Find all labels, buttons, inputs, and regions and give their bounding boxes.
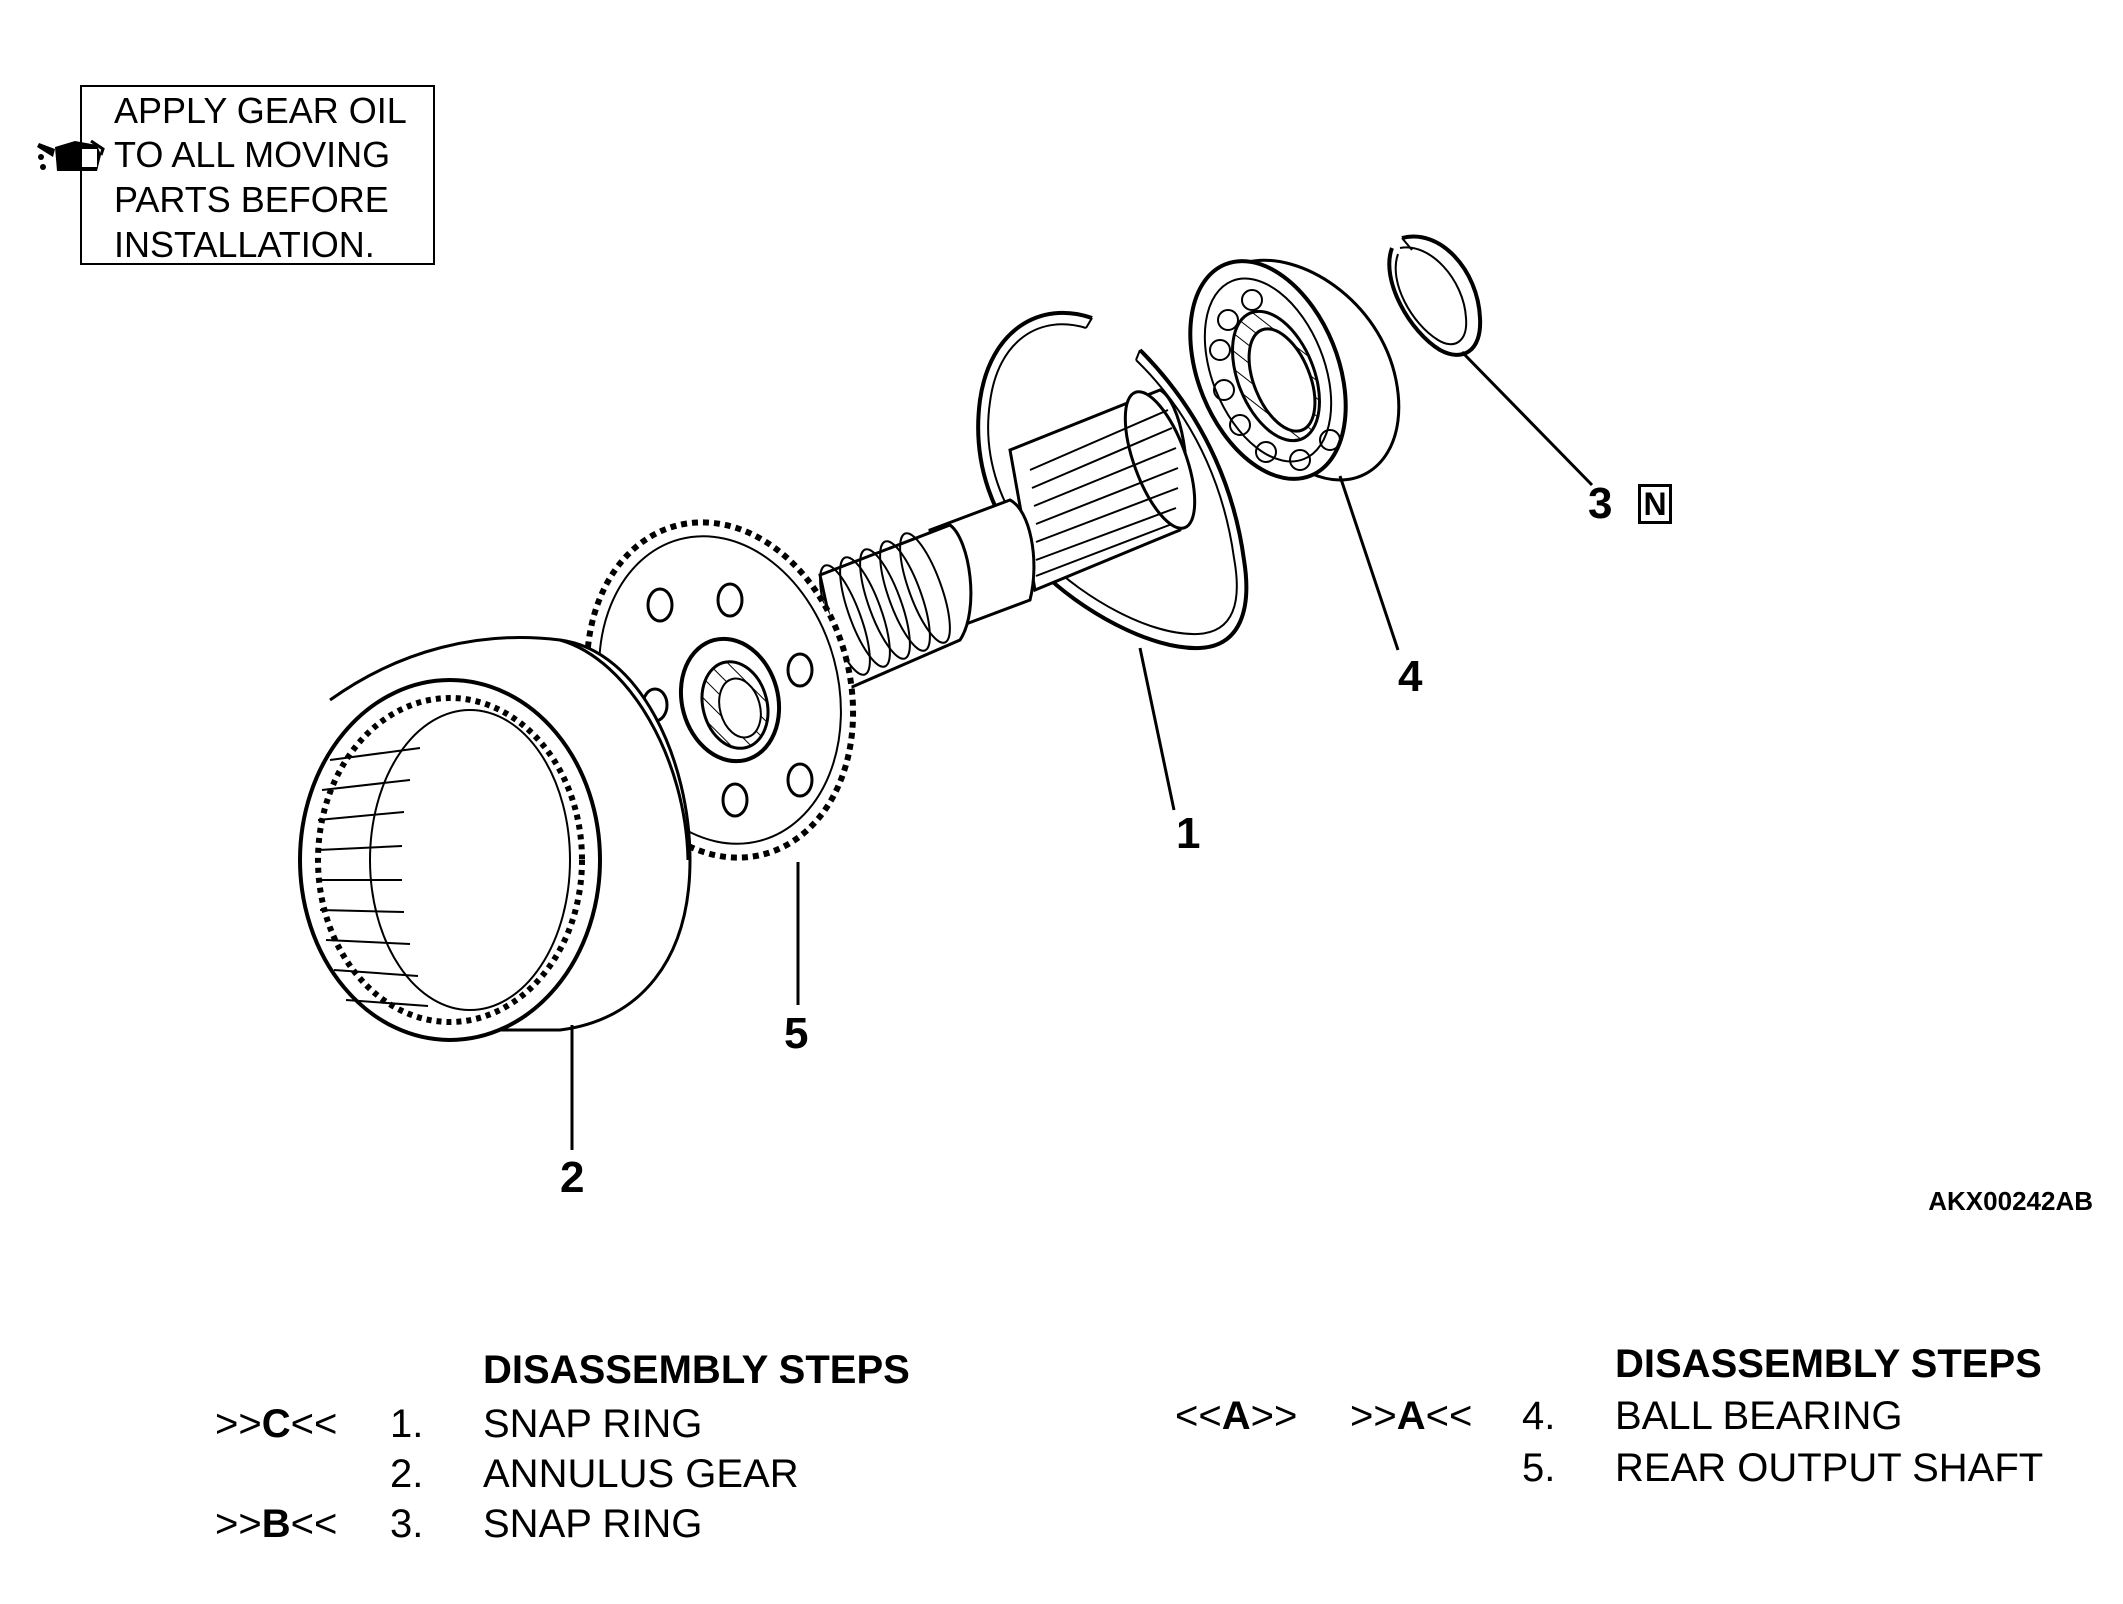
annulus-gear-2 (298, 636, 692, 1042)
callout-4: 4 (1398, 652, 1423, 701)
callout-3: 3 (1588, 479, 1613, 528)
gear-oil-note: APPLY GEAR OIL TO ALL MOVING PARTS BEFOR… (80, 85, 435, 265)
callout-2: 2 (560, 1153, 585, 1202)
step-number: 3. (390, 1502, 424, 1546)
step-marker: >>C<< (215, 1402, 338, 1446)
steps-title: DISASSEMBLY STEPS (1615, 1342, 2042, 1386)
step-label: ANNULUS GEAR (483, 1452, 799, 1496)
step-label: SNAP RING (483, 1402, 703, 1446)
step-marker: <<A>> (1175, 1394, 1298, 1438)
oil-can-icon (37, 139, 105, 171)
step-marker: >>A<< (1350, 1394, 1473, 1438)
ball-bearing-4 (1188, 258, 1401, 482)
note-line: PARTS BEFORE (114, 179, 389, 220)
new-part-badge: N (1638, 484, 1672, 524)
step-number: 5. (1522, 1446, 1556, 1490)
step-number: 1. (390, 1402, 424, 1446)
note-line: APPLY GEAR OIL (114, 90, 407, 131)
step-label: REAR OUTPUT SHAFT (1615, 1446, 2044, 1490)
step-number: 2. (390, 1452, 424, 1496)
note-line: INSTALLATION. (114, 224, 375, 265)
step-number: 4. (1522, 1394, 1556, 1438)
callout-5: 5 (784, 1009, 809, 1058)
leader-4 (1338, 475, 1400, 651)
snap-ring-1 (976, 310, 1249, 651)
step-marker: >>B<< (215, 1502, 338, 1546)
step-label: BALL BEARING (1615, 1394, 1903, 1438)
snap-ring-3 (1387, 234, 1483, 357)
leader-1 (1138, 647, 1176, 811)
callout-1: 1 (1176, 809, 1201, 858)
leader-3 (1460, 350, 1594, 487)
figure-code: AKX00242AB (1928, 1186, 2093, 1216)
steps-title: DISASSEMBLY STEPS (483, 1348, 910, 1392)
note-line: TO ALL MOVING (114, 134, 391, 175)
step-label: SNAP RING (483, 1502, 703, 1546)
